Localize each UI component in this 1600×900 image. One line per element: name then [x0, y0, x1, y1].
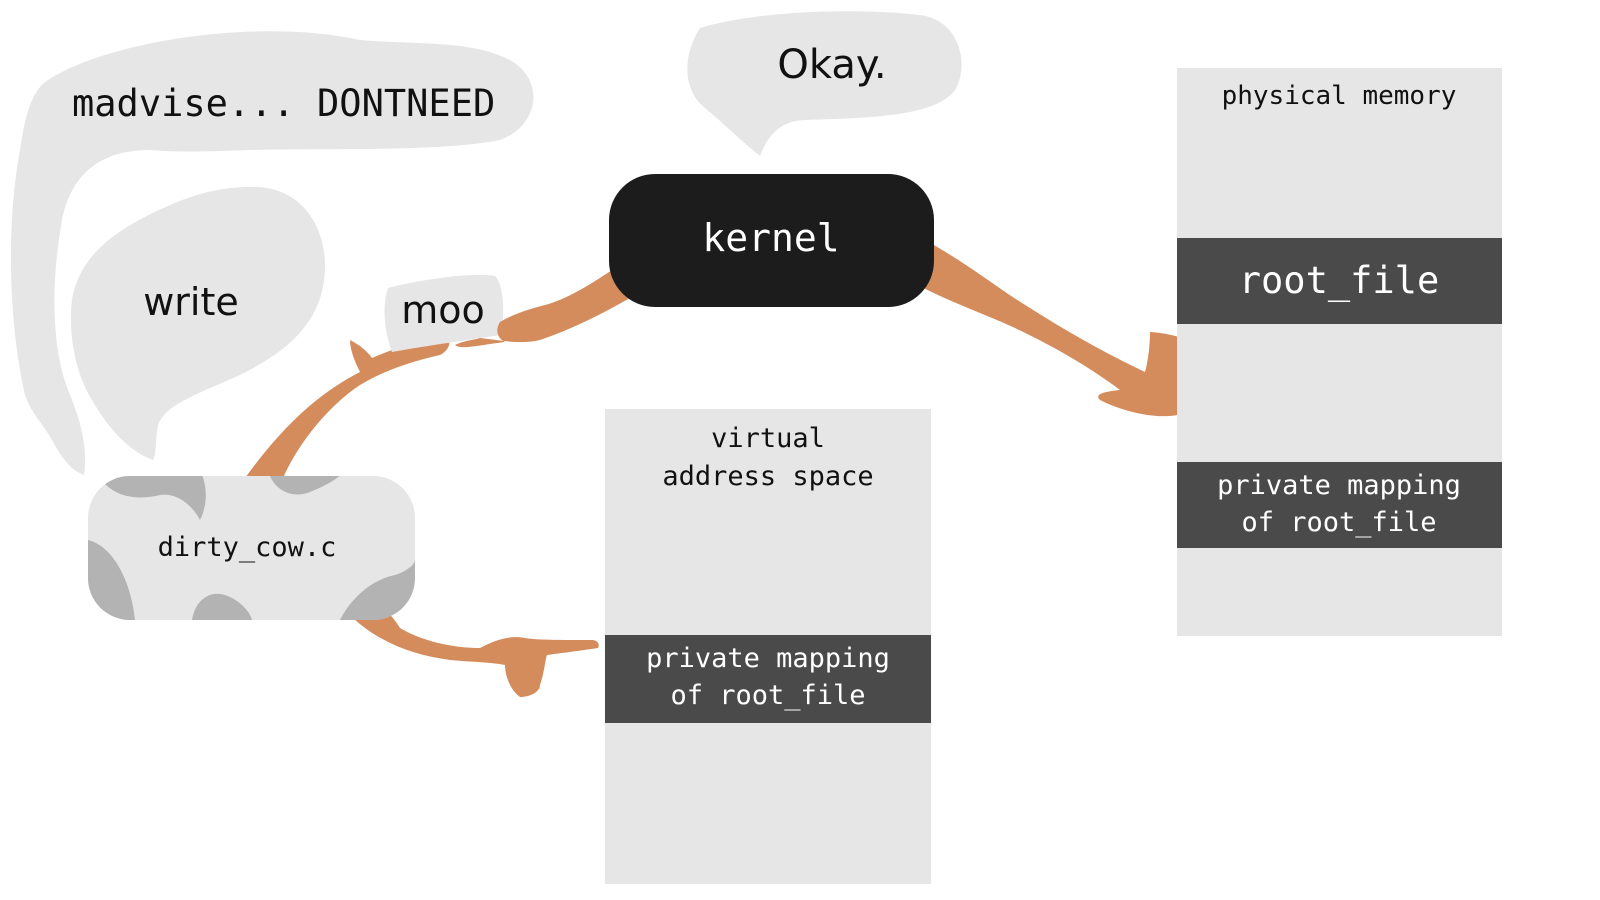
root-file-label: root_file: [1239, 259, 1439, 303]
moo-note-text: moo: [401, 288, 485, 332]
kernel-arm-to-physical: [918, 240, 1205, 417]
kernel-node: kernel: [609, 174, 934, 307]
physical-memory-panel: physical memory root_file private mappin…: [1177, 68, 1502, 636]
write-speech-bubble: write: [70, 186, 325, 461]
physical-private-mapping-block: private mapping of root_file: [1177, 462, 1502, 548]
root-file-block: root_file: [1177, 238, 1502, 324]
kernel-arm-to-moo: [455, 268, 630, 348]
cow-arm-to-virtual: [350, 610, 599, 697]
cow-spots: [88, 476, 415, 620]
cow-arm-to-moo: [245, 338, 450, 478]
virtual-title-line1: virtual: [711, 423, 825, 454]
write-bubble-text: write: [143, 280, 239, 324]
virtual-address-space-panel: virtual address space private mapping of…: [605, 409, 931, 884]
dirty-cow-node: dirty_cow.c: [88, 476, 415, 620]
physical-mapping-line1: private mapping: [1217, 470, 1461, 501]
physical-mapping-line2: of root_file: [1241, 507, 1436, 538]
virtual-mapping-line1: private mapping: [646, 643, 890, 674]
kernel-label: kernel: [702, 216, 839, 260]
okay-speech-bubble: Okay.: [687, 11, 962, 157]
virtual-title-line2: address space: [662, 461, 873, 492]
madvise-bubble-text: madvise... DONTNEED: [72, 82, 495, 125]
moo-note: moo: [384, 274, 504, 352]
virtual-mapping-line2: of root_file: [670, 680, 865, 711]
virtual-private-mapping-block: private mapping of root_file: [605, 635, 931, 723]
physical-memory-title: physical memory: [1222, 81, 1457, 111]
madvise-speech-bubble: madvise... DONTNEED: [10, 31, 534, 475]
okay-bubble-text: Okay.: [777, 42, 886, 88]
dirty-cow-label: dirty_cow.c: [158, 532, 337, 563]
